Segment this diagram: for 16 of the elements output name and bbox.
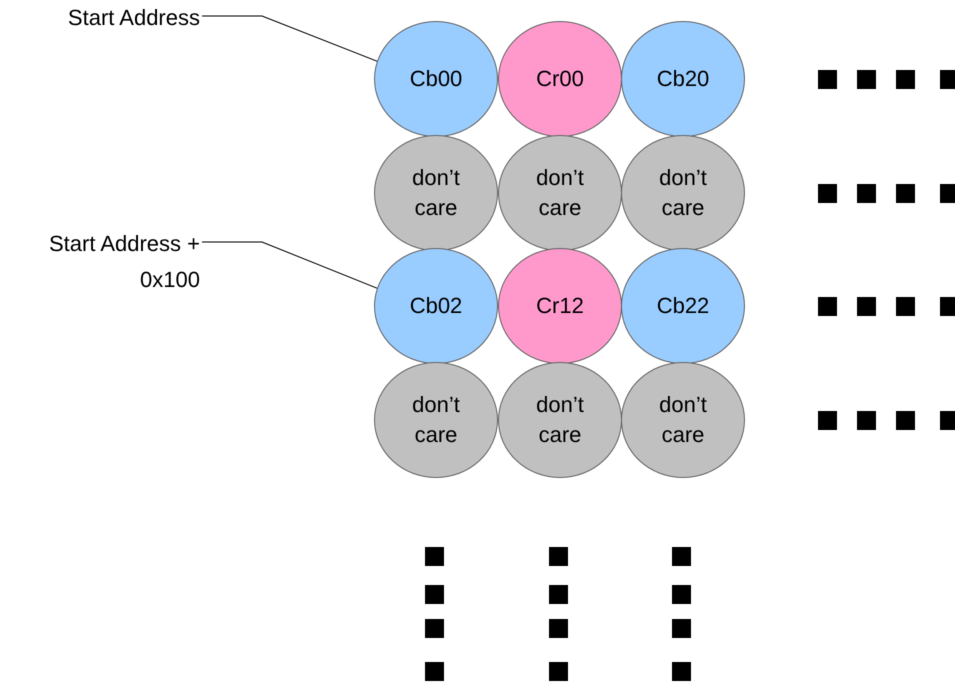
sample-circle: Cb00 <box>374 21 498 137</box>
sample-circle: don’t care <box>498 362 622 478</box>
sample-circle: don’t care <box>374 362 498 478</box>
sample-circle: don’t care <box>498 135 622 251</box>
leader-line <box>202 16 378 62</box>
sample-circle: Cr00 <box>498 21 622 137</box>
address-label: Start Address <box>0 0 200 36</box>
address-label: Start Address + 0x100 <box>0 226 200 298</box>
sample-circle: don’t care <box>621 135 745 251</box>
sample-circle: don’t care <box>621 362 745 478</box>
sample-circle: Cb22 <box>621 248 745 364</box>
sample-circle: don’t care <box>374 135 498 251</box>
sample-circle: Cr12 <box>498 248 622 364</box>
leader-line <box>202 242 378 289</box>
sample-circle: Cb02 <box>374 248 498 364</box>
sample-circle: Cb20 <box>621 21 745 137</box>
